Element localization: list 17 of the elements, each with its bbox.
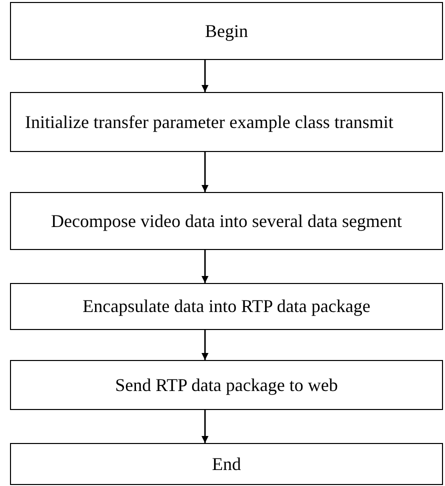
box-text: Decompose video data into several data segment: [51, 210, 402, 232]
arrow: [202, 250, 208, 283]
process-box: [10, 443, 443, 485]
box-text: Send RTP data package to web: [115, 374, 338, 396]
process-box: [10, 92, 443, 152]
box-text: Initialize transfer parameter example class transmit: [25, 110, 394, 134]
process-box: [10, 2, 443, 60]
arrow: [202, 152, 208, 192]
arrow: [202, 330, 208, 360]
box-text: End: [212, 452, 241, 476]
arrow: [202, 60, 208, 92]
box-text: Encapsulate data into RTP data package: [82, 295, 370, 318]
box-text: Begin: [205, 20, 248, 42]
arrow: [202, 410, 208, 443]
process-box: [10, 360, 443, 410]
process-box: [10, 283, 443, 330]
process-box: [10, 192, 443, 250]
